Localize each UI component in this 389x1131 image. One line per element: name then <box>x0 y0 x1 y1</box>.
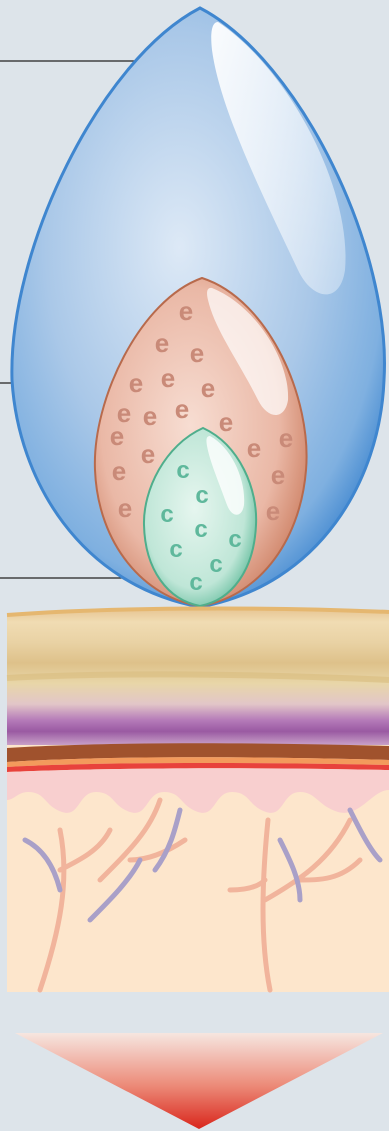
c-particle: c <box>194 516 207 543</box>
e-particle: e <box>129 368 143 398</box>
c-particle: c <box>189 569 202 596</box>
e-particle: e <box>201 373 215 403</box>
e-particle: e <box>179 296 193 326</box>
down-arrow <box>15 1033 383 1129</box>
c-particle: c <box>169 536 182 563</box>
e-particle: e <box>279 423 293 453</box>
e-particle: e <box>271 460 285 490</box>
e-particle: e <box>118 493 132 523</box>
c-particle: c <box>195 482 208 509</box>
e-particle: e <box>112 456 126 486</box>
e-particle: e <box>247 433 261 463</box>
e-particle: e <box>143 401 157 431</box>
e-particle: e <box>190 338 204 368</box>
e-particle: e <box>155 328 169 358</box>
c-particle: c <box>228 526 241 553</box>
e-particle: e <box>141 439 155 469</box>
e-particle: e <box>175 394 189 424</box>
e-particle: e <box>161 363 175 393</box>
c-particle: c <box>160 501 173 528</box>
skin-cross-section <box>7 608 389 992</box>
c-particle: c <box>209 551 222 578</box>
e-particle: e <box>266 496 280 526</box>
c-particle: c <box>176 457 189 484</box>
e-particle: e <box>219 407 233 437</box>
papillary-layer <box>7 768 389 813</box>
e-particle: e <box>110 421 124 451</box>
